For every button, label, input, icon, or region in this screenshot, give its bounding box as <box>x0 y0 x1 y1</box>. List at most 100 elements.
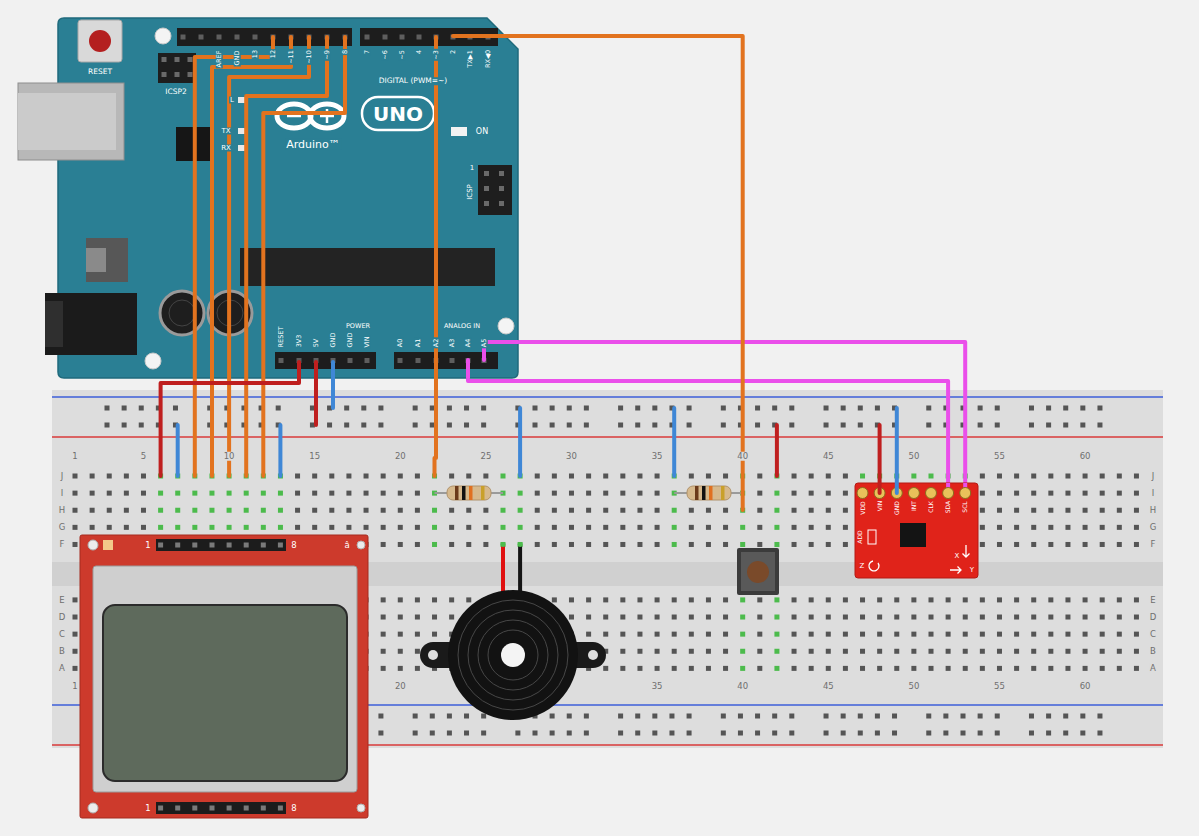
breadboard-hole <box>894 615 899 620</box>
breadboard-hole <box>1100 491 1105 496</box>
breadboard-hole <box>655 649 660 654</box>
breadboard-hole <box>792 666 797 671</box>
breadboard-hole <box>209 525 214 530</box>
breadboard-hole <box>652 714 657 719</box>
breadboard-hole <box>860 632 865 637</box>
breadboard-hole <box>1100 597 1105 602</box>
pin-label: A5 <box>481 337 488 348</box>
breadboard-hole <box>209 491 214 496</box>
breadboard-hole <box>1134 491 1139 496</box>
breadboard-hole <box>378 406 383 411</box>
pin-label: VDD <box>860 500 866 515</box>
breadboard-hole <box>124 525 129 530</box>
breadboard-hole <box>809 649 814 654</box>
board-label: 8 <box>290 804 297 813</box>
breadboard-hole <box>1083 632 1088 637</box>
buzzer-symbol <box>488 630 538 680</box>
breadboard-hole <box>381 508 386 513</box>
breadboard-hole <box>261 491 266 496</box>
breadboard-hole <box>533 406 538 411</box>
breadboard-hole <box>1134 597 1139 602</box>
breadboard-hole <box>1100 474 1105 479</box>
breadboard-hole <box>877 649 882 654</box>
breadboard-index: F <box>1150 540 1157 549</box>
board-label: 8 <box>290 541 297 550</box>
breadboard-hole <box>1048 542 1053 547</box>
breadboard-hole <box>464 714 469 719</box>
breadboard-index: B <box>1149 647 1157 656</box>
breadboard-hole <box>432 508 437 513</box>
breadboard-hole <box>518 542 523 547</box>
breadboard-hole <box>569 508 574 513</box>
breadboard-hole <box>1065 542 1070 547</box>
breadboard-hole <box>73 649 78 654</box>
breadboard-hole <box>755 423 760 428</box>
breadboard-hole <box>723 508 728 513</box>
push-button <box>737 548 779 595</box>
breadboard-hole <box>415 597 420 602</box>
breadboard-hole <box>413 714 418 719</box>
breadboard-hole <box>1117 615 1122 620</box>
breadboard-hole <box>689 474 694 479</box>
breadboard-index: J <box>60 472 65 481</box>
breadboard-hole <box>278 491 283 496</box>
board-label: ANALOG IN <box>443 323 481 330</box>
breadboard-hole <box>789 714 794 719</box>
breadboard-hole <box>381 525 386 530</box>
breadboard-hole <box>378 731 383 736</box>
breadboard-hole <box>1014 508 1019 513</box>
breadboard-hole <box>1083 525 1088 530</box>
breadboard-hole <box>723 632 728 637</box>
breadboard-hole <box>483 542 488 547</box>
buzzer-symbol <box>518 542 523 547</box>
breadboard-hole <box>603 474 608 479</box>
breadboard-hole <box>687 714 692 719</box>
breadboard-hole <box>929 649 934 654</box>
breadboard-hole <box>1117 666 1122 671</box>
breadboard-hole <box>723 666 728 671</box>
breadboard-index: B <box>58 647 66 656</box>
breadboard-index: E <box>1149 596 1156 605</box>
breadboard-hole <box>723 649 728 654</box>
breadboard-hole <box>826 649 831 654</box>
breadboard-hole <box>706 632 711 637</box>
breadboard-hole <box>569 525 574 530</box>
breadboard-hole <box>1065 666 1070 671</box>
breadboard-hole <box>481 406 486 411</box>
breadboard-hole <box>1063 731 1068 736</box>
breadboard-hole <box>792 491 797 496</box>
breadboard-hole <box>978 714 983 719</box>
pin-label: ICSP <box>467 183 474 201</box>
breadboard-hole <box>946 649 951 654</box>
breadboard-hole <box>757 632 762 637</box>
breadboard-hole <box>672 508 677 513</box>
breadboard-hole <box>1134 632 1139 637</box>
breadboard-hole <box>772 714 777 719</box>
breadboard-hole <box>1100 632 1105 637</box>
buzzer-symbol <box>501 643 525 667</box>
breadboard-hole <box>877 666 882 671</box>
breadboard-hole <box>774 597 779 602</box>
breadboard-hole <box>415 491 420 496</box>
breadboard-hole <box>706 666 711 671</box>
breadboard-hole <box>261 525 266 530</box>
breadboard-hole <box>655 542 660 547</box>
breadboard-hole <box>757 491 762 496</box>
breadboard-hole <box>586 491 591 496</box>
breadboard-hole <box>672 542 677 547</box>
pin-label: VIN <box>364 335 371 348</box>
breadboard-hole <box>1083 649 1088 654</box>
breadboard-hole <box>1014 474 1019 479</box>
breadboard-hole <box>535 525 540 530</box>
pin-label: ~9 <box>324 49 331 61</box>
breadboard-hole <box>364 474 369 479</box>
breadboard-hole <box>329 491 334 496</box>
breadboard-hole <box>1048 597 1053 602</box>
breadboard-hole <box>635 731 640 736</box>
breadboard-hole <box>1029 731 1034 736</box>
breadboard-index: 60 <box>1079 452 1092 461</box>
board-label: Arduino™ <box>285 139 341 150</box>
breadboard-hole <box>963 615 968 620</box>
breadboard-hole <box>552 542 557 547</box>
pin-label: 5V <box>313 337 320 348</box>
